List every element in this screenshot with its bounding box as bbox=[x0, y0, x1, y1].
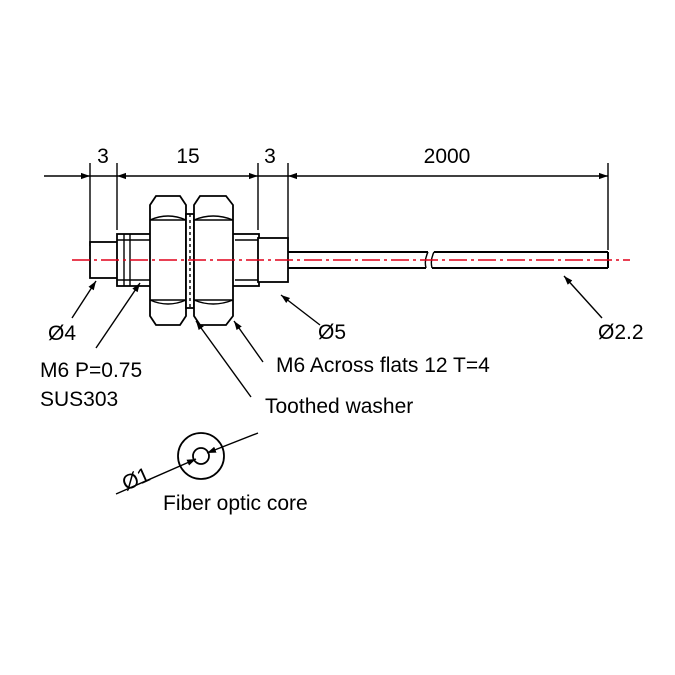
material-label: SUS303 bbox=[40, 388, 118, 411]
cable bbox=[288, 251, 609, 269]
core-label: Fiber optic core bbox=[163, 492, 308, 515]
dim-body-value: 15 bbox=[176, 145, 199, 168]
core-cross-section bbox=[115, 432, 259, 495]
hex-nut-right bbox=[193, 195, 234, 326]
dim-left-value: 3 bbox=[97, 145, 109, 168]
sleeve-diameter-label: Ø5 bbox=[318, 321, 346, 344]
cable-diameter-label: Ø2.2 bbox=[598, 321, 644, 344]
dim-right-value: 3 bbox=[264, 145, 276, 168]
nut-label: M6 Across flats 12 T=4 bbox=[276, 354, 490, 377]
leader-lines bbox=[71, 275, 603, 398]
washer-label: Toothed washer bbox=[265, 395, 413, 418]
toothed-washer-part bbox=[185, 213, 195, 309]
dim-cable-value: 2000 bbox=[424, 145, 471, 168]
thread-label: M6 P=0.75 bbox=[40, 359, 142, 382]
tip-diameter-label: Ø4 bbox=[48, 322, 76, 345]
